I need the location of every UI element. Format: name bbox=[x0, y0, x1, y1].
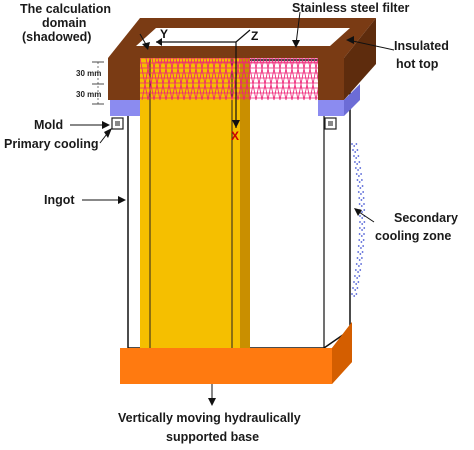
label-mold: Mold bbox=[34, 118, 63, 132]
labels: The calculation domain (shadowed) Stainl… bbox=[4, 1, 458, 444]
secondary-cooling-spray bbox=[351, 143, 366, 297]
leader-lines bbox=[70, 11, 395, 402]
dimension-markers: 30 mm 30 mm bbox=[76, 61, 104, 105]
dimension-upper: 30 mm bbox=[76, 69, 101, 78]
label-ingot: Ingot bbox=[44, 193, 75, 207]
arrowheads bbox=[102, 36, 362, 406]
label-primary-cooling: Primary cooling bbox=[4, 137, 98, 151]
axis-x-label: X bbox=[231, 129, 239, 143]
label-calc-domain-1: The calculation bbox=[20, 2, 111, 16]
label-insulated-1: Insulated bbox=[394, 39, 449, 53]
mold bbox=[110, 84, 360, 116]
label-secondary-1: Secondary bbox=[394, 211, 458, 225]
cooling-channel-left bbox=[111, 117, 124, 130]
label-insulated-2: hot top bbox=[396, 57, 439, 71]
stainless-steel-filter bbox=[139, 49, 331, 101]
coordinate-axes: Y Z X bbox=[156, 27, 258, 143]
dimension-lower: 30 mm bbox=[76, 90, 101, 99]
axis-z-label: Z bbox=[251, 29, 258, 43]
label-stainless-filter: Stainless steel filter bbox=[292, 1, 410, 15]
hydraulic-base bbox=[120, 322, 352, 384]
label-secondary-2: cooling zone bbox=[375, 229, 451, 243]
label-calc-domain-3: (shadowed) bbox=[22, 30, 91, 44]
calculation-domain bbox=[140, 36, 250, 358]
label-base-1: Vertically moving hydraulically bbox=[118, 411, 301, 425]
label-base-2: supported base bbox=[166, 430, 259, 444]
axis-y-label: Y bbox=[160, 27, 168, 41]
label-calc-domain-2: domain bbox=[42, 16, 86, 30]
cooling-channel-right bbox=[324, 117, 337, 130]
